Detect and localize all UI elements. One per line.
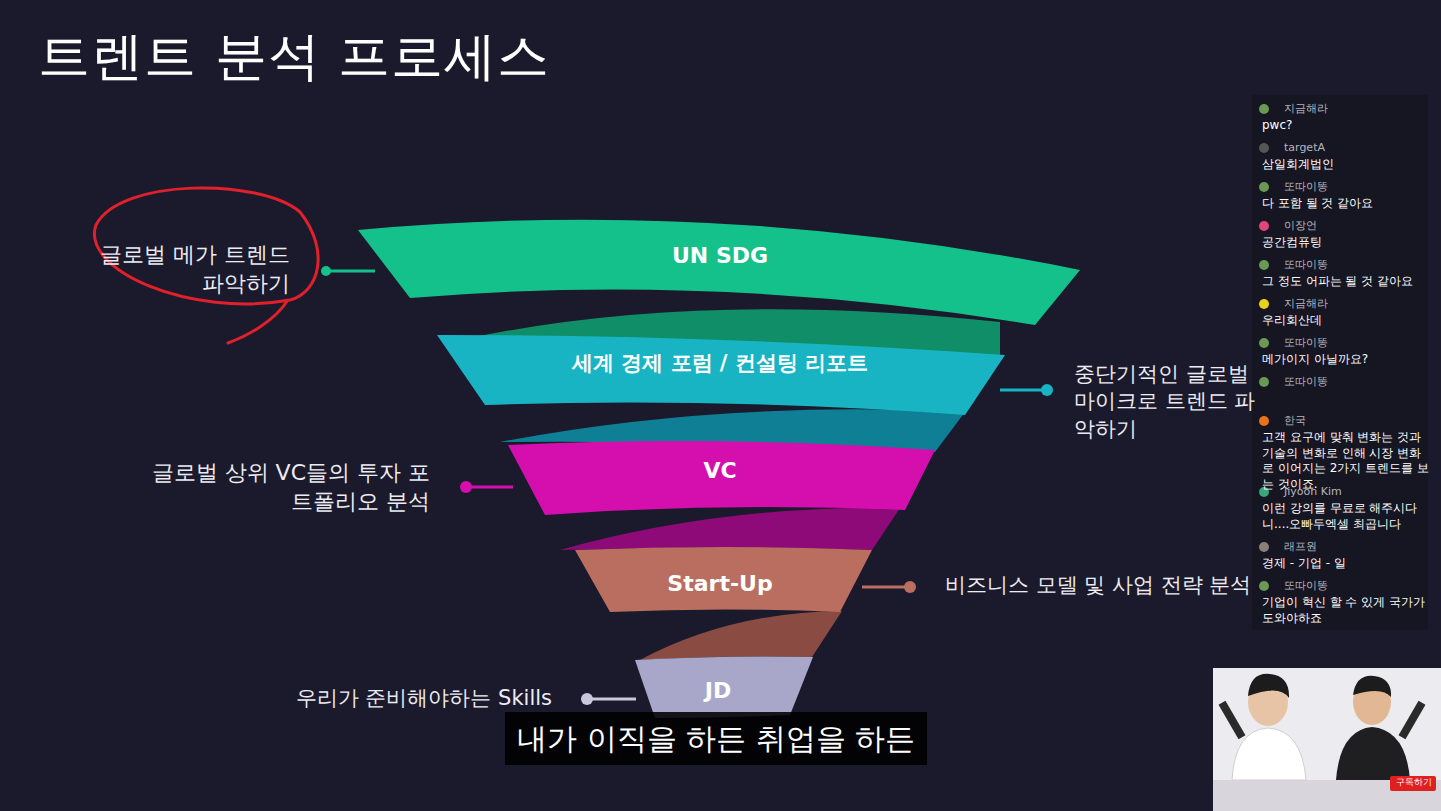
- leader-line: [326, 270, 375, 273]
- leader-dot: [460, 481, 472, 493]
- funnel-ribbon: [560, 508, 900, 550]
- chat-avatar: [1259, 581, 1269, 591]
- band-label: 세계 경제 포럼 / 컨설팅 리포트: [572, 349, 868, 377]
- leader-dot: [1041, 384, 1053, 396]
- chat-avatar: [1259, 104, 1269, 114]
- chat-message: 이런 강의를 무료로 해주시다니....오빠두엑셀 최곱니다: [1262, 501, 1430, 532]
- leader-line: [466, 486, 513, 489]
- person-hair: [1248, 674, 1289, 698]
- chat-author: 또따이똥: [1284, 336, 1328, 350]
- funnel-band: JD: [635, 655, 813, 719]
- callout-text: 글로벌 메가 트렌드 파악하기: [80, 241, 290, 298]
- chat-message: 경제 - 기업 - 일: [1262, 556, 1430, 572]
- chat-avatar: [1259, 182, 1269, 192]
- chat-author: 지금해라: [1284, 102, 1328, 116]
- callout-text: 우리가 준비해야하는 Skills: [252, 685, 552, 712]
- band-fill: [508, 441, 935, 515]
- chat-message: 기업이 혁신 할 수 있게 국가가 도와야하죠: [1262, 595, 1430, 626]
- funnel-band: UN SDG: [358, 212, 1080, 327]
- chat-avatar: [1259, 542, 1269, 552]
- chat-message: 우리회산데: [1262, 313, 1430, 329]
- callout-text: 비즈니스 모델 및 사업 전략 분석: [945, 572, 1251, 599]
- microphone: [1219, 701, 1246, 740]
- person-hair: [1353, 676, 1391, 697]
- chat-avatar: [1259, 377, 1269, 387]
- band-label: VC: [703, 458, 736, 483]
- chat-avatar: [1259, 416, 1269, 426]
- chat-author: Jiyoon Kim: [1284, 485, 1342, 499]
- chat-avatar: [1259, 299, 1269, 309]
- chat-message: 그 정도 어파는 될 것 같아요: [1262, 274, 1430, 290]
- chat-author: 지금해라: [1284, 297, 1328, 311]
- slide-title: 트렌트 분석 프로세스: [38, 22, 550, 92]
- subscribe-button: [1390, 776, 1436, 791]
- leader-line: [587, 698, 636, 701]
- chat-message: 메가이지 아닐까요?: [1262, 352, 1430, 368]
- band-label: Start-Up: [667, 571, 772, 596]
- leader-line: [862, 586, 910, 589]
- chat-avatar: [1259, 221, 1269, 231]
- chat-author: 또따이똥: [1284, 579, 1328, 593]
- subtitle-caption: 내가 이직을 하든 취업을 하든: [505, 712, 927, 765]
- band-fill: [635, 656, 813, 718]
- funnel-ribbon: [640, 611, 842, 660]
- chat-message: 삼일회계법인: [1262, 157, 1430, 173]
- leader-dot: [904, 581, 916, 593]
- band-label: UN SDG: [672, 243, 768, 268]
- chat-author: 이장언: [1284, 219, 1317, 233]
- chat-author: 또따이똥: [1284, 258, 1328, 272]
- leader-line: [1000, 389, 1047, 392]
- leader-dot: [321, 266, 331, 276]
- band-fill: [437, 335, 1005, 415]
- chat-author: 래프원: [1284, 540, 1317, 554]
- band-fill: [575, 547, 872, 612]
- band-shape: [358, 212, 1080, 327]
- band-label: JD: [705, 678, 731, 703]
- chat-message: 다 포함 될 것 같아요: [1262, 196, 1430, 212]
- chat-author: 또따이똥: [1284, 180, 1328, 194]
- webcam-frame: [1213, 668, 1441, 811]
- leader-dot: [581, 693, 593, 705]
- chat-message: 고객 요구에 맞춰 변화는 것과 기술의 변화로 인해 시장 변화로 이어지는 …: [1262, 430, 1430, 492]
- chat-author: 한국: [1284, 414, 1306, 428]
- chat-message: pwc?: [1262, 118, 1430, 134]
- chat-avatar: [1259, 143, 1269, 153]
- chat-avatar: [1259, 260, 1269, 270]
- microphone: [1399, 701, 1426, 740]
- chat-avatar: [1259, 338, 1269, 348]
- chat-author: 또따이똥: [1284, 375, 1328, 389]
- band-fill: [358, 220, 1080, 325]
- funnel-band: Start-Up: [575, 547, 872, 613]
- chat-author: targetA: [1284, 141, 1325, 155]
- funnel-band: 세계 경제 포럼 / 컨설팅 리포트: [437, 335, 1005, 415]
- callout-text: 중단기적인 글로벌 마이크로 트렌드 파악하기: [1074, 361, 1258, 443]
- funnel-band: VC: [508, 440, 935, 517]
- chat-message: 공간컴퓨팅: [1262, 235, 1430, 251]
- callout-text: 글로벌 상위 VC들의 투자 포트폴리오 분석: [150, 459, 430, 516]
- subscribe-text: 구독하기: [1393, 777, 1435, 789]
